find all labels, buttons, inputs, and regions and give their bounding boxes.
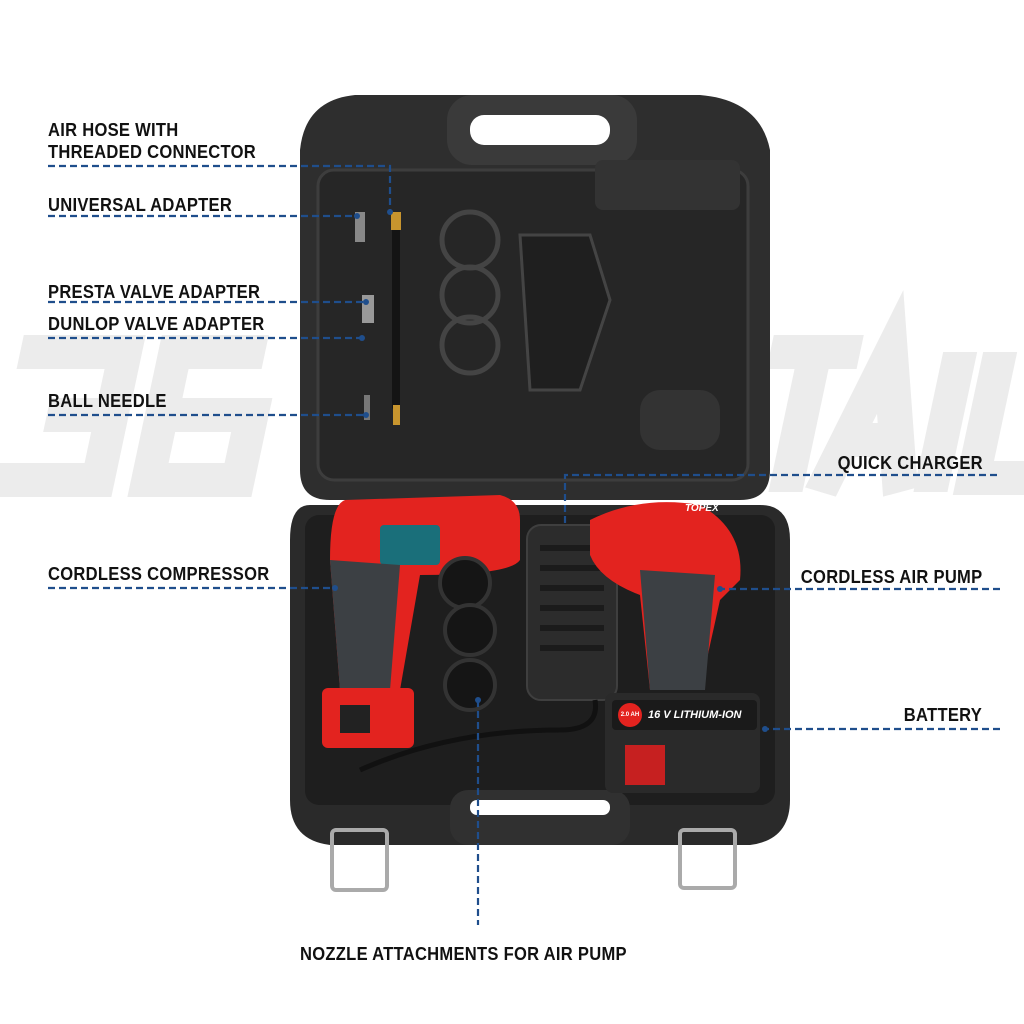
- leader-air-hose: [48, 164, 392, 212]
- brand-logo: TOPEX: [685, 503, 719, 514]
- quick-charger-illustration: [358, 524, 618, 773]
- leader-quick-charger: [563, 473, 997, 525]
- label-dunlop-valve-adapter: DUNLOP VALVE ADAPTER: [48, 314, 265, 334]
- label-quick-charger: QUICK CHARGER: [837, 453, 983, 473]
- cordless-air-pump-illustration: [590, 502, 760, 793]
- leader-dots: [332, 209, 768, 732]
- nozzle-attachments-illustration: [438, 556, 497, 712]
- leader-lines: [48, 164, 1000, 925]
- battery-capacity: 2.0 AH: [620, 712, 640, 718]
- case-lid: [300, 95, 770, 500]
- label-air-hose-line1: AIR HOSE WITH: [48, 120, 179, 140]
- label-ball-needle: BALL NEEDLE: [48, 391, 167, 411]
- battery-label: 16 V LITHIUM-ION: [648, 709, 742, 721]
- label-battery: BATTERY: [903, 705, 982, 725]
- label-presta-valve-adapter: PRESTA VALVE ADAPTER: [48, 282, 261, 302]
- label-air-hose-line2: THREADED CONNECTOR: [48, 142, 256, 162]
- label-universal-adapter: UNIVERSAL ADAPTER: [48, 195, 233, 215]
- cordless-compressor-illustration: [322, 495, 520, 748]
- label-nozzle-attachments: NOZZLE ATTACHMENTS FOR AIR PUMP: [300, 944, 627, 964]
- label-cordless-air-pump: CORDLESS AIR PUMP: [800, 567, 982, 587]
- label-cordless-compressor: CORDLESS COMPRESSOR: [48, 564, 270, 584]
